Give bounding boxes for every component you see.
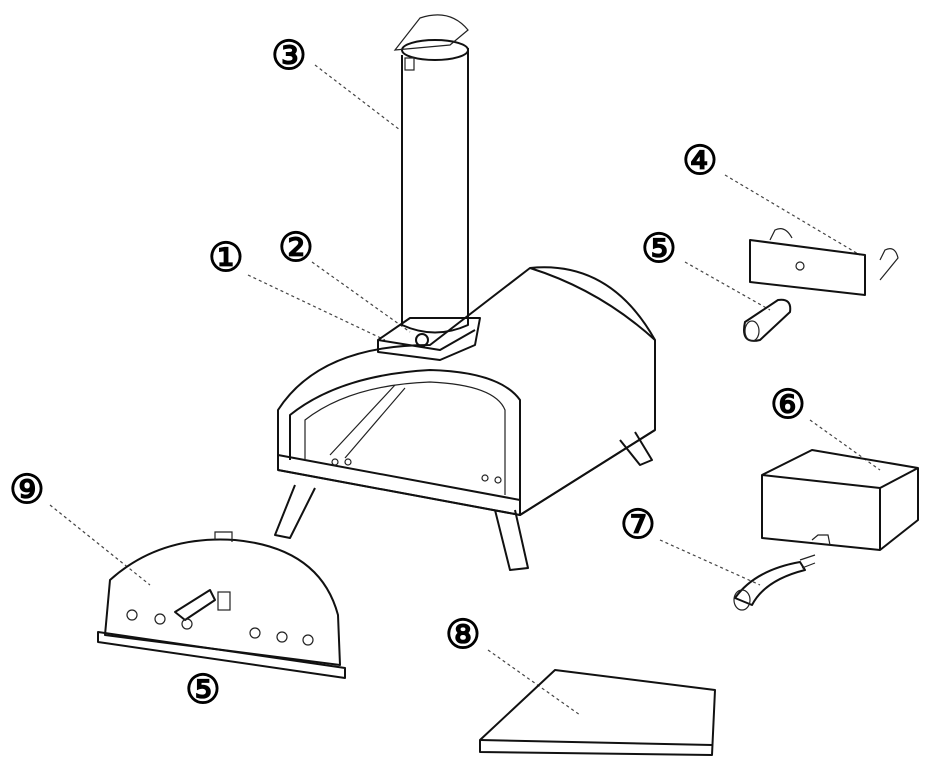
oven-body [274,266,656,571]
handle-bracket [749,228,899,296]
fuel-tray [761,449,919,551]
callout-8: ⑧ [445,611,481,658]
leader-lines [49,64,881,716]
callout-5-handle: ⑤ [641,225,677,272]
callout-9: ⑨ [9,466,45,513]
callout-4: ④ [682,137,718,184]
callout-2: ② [278,224,314,271]
pizza-stone [479,669,716,756]
callout-6: ⑥ [770,381,806,428]
callout-3: ③ [271,32,307,79]
callout-7: ⑦ [620,501,656,548]
chimney [393,14,469,334]
handle [743,298,792,342]
burner [733,554,816,611]
door [97,531,346,679]
callout-1: ① [208,234,244,281]
chimney-base [377,317,481,361]
callout-5-door: ⑤ [185,666,221,713]
